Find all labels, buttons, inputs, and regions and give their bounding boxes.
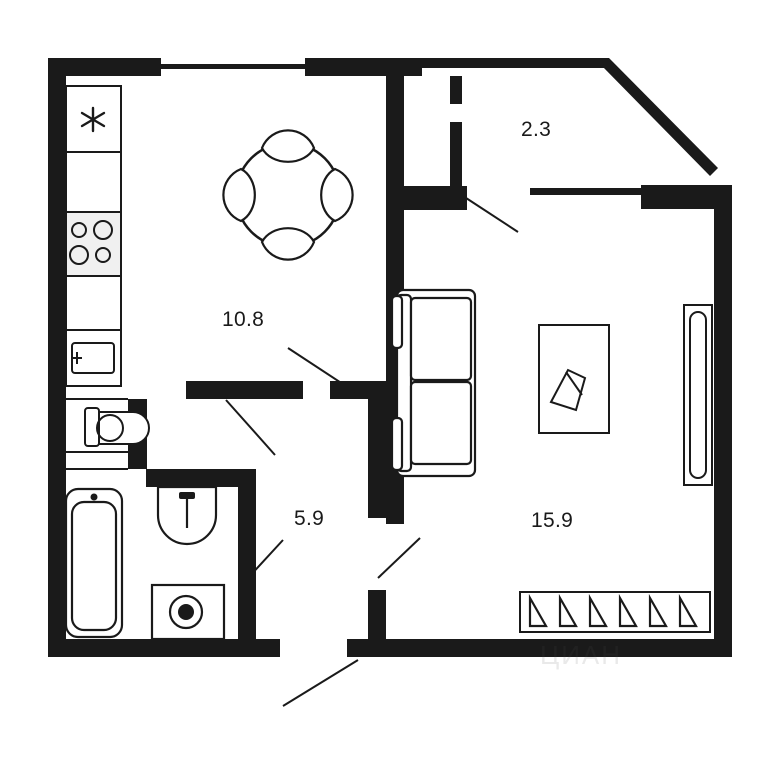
leader-lines bbox=[225, 195, 519, 707]
area-label-balcony: 2.3 bbox=[521, 118, 552, 141]
area-label-living-room: 15.9 bbox=[531, 509, 574, 532]
washing-machine bbox=[150, 583, 226, 641]
area-label-hallway: 5.9 bbox=[294, 507, 325, 530]
cooktop bbox=[65, 211, 122, 277]
radiator bbox=[519, 591, 711, 633]
wardrobe bbox=[683, 304, 713, 486]
sink-basin bbox=[71, 342, 115, 374]
cooktop-burners bbox=[69, 220, 113, 265]
bathtub bbox=[64, 487, 124, 639]
walls bbox=[48, 58, 732, 657]
hood-star-icon bbox=[80, 106, 106, 133]
tv-stand bbox=[538, 324, 610, 434]
dining-chairs bbox=[222, 129, 354, 261]
toilet bbox=[84, 407, 150, 447]
sofa bbox=[390, 288, 477, 478]
washbasin bbox=[156, 485, 218, 546]
area-label-kitchen-living: 10.8 bbox=[222, 308, 265, 331]
watermark: ЦИАН bbox=[540, 640, 623, 670]
kitchen-units bbox=[65, 85, 122, 387]
